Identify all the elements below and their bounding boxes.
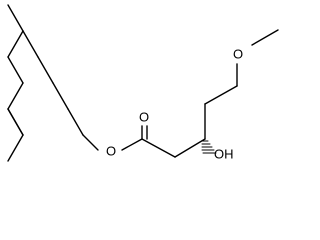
bond-hexyl-1 (7, 4, 24, 32)
bond-hexyl-6 (7, 134, 24, 162)
ester-oxygen-label: O (106, 143, 116, 158)
bond-hexyl-4 (7, 82, 24, 110)
carbonyl-oxygen-label: O (139, 109, 149, 124)
bond-chain-b (37, 56, 54, 84)
ether-oxygen-label: O (233, 46, 243, 61)
molecule-structure: O O O OH (7, 4, 279, 162)
bond-hexyl-3 (7, 56, 24, 84)
bond-hexyl-to-chain (7, 108, 24, 136)
bond-ether-methyl (251, 29, 279, 46)
hydroxyl-label: OH (214, 146, 234, 161)
bond-up-right (204, 85, 238, 105)
bond-chain-c (52, 82, 69, 110)
hashed-wedge-bond (201, 140, 217, 154)
bond-ch2-stereo (174, 138, 206, 158)
bond-ester-o-c (121, 138, 143, 151)
bond-chain-a (22, 30, 39, 58)
bond-c-ch2 (141, 138, 176, 158)
bond-chain-e (82, 134, 99, 151)
bond-hexyl-2 (7, 30, 24, 58)
bond-chain-d (67, 108, 84, 136)
